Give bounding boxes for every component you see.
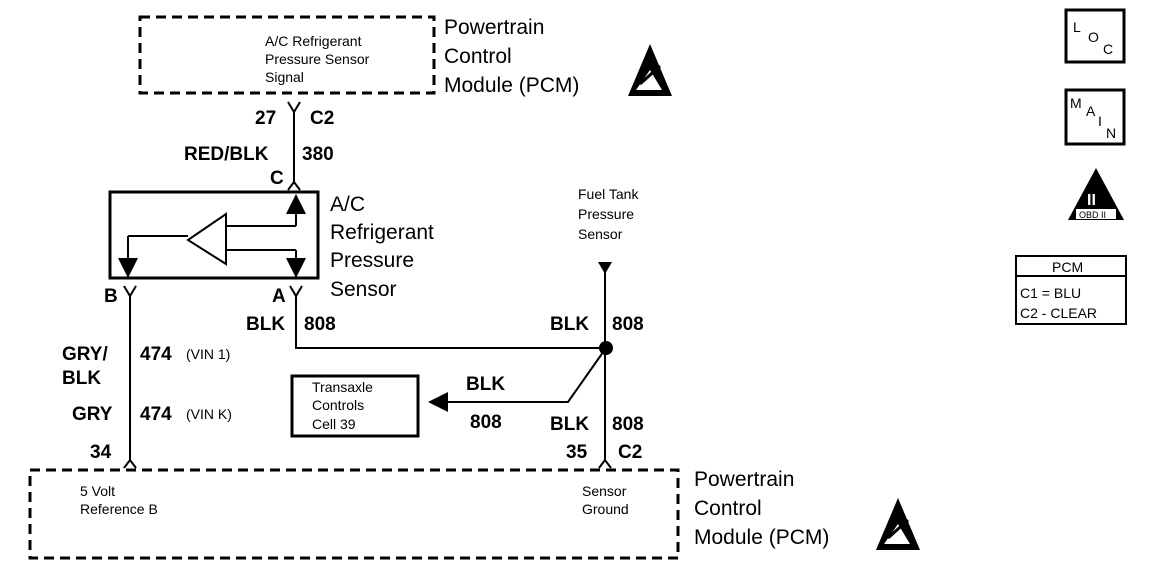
svg-text:L: L (1073, 19, 1081, 35)
sensor-pin-b: B (104, 286, 118, 307)
esd-warning-icon (876, 498, 920, 550)
ground-wire-pcm-circuit: 808 (612, 414, 644, 435)
svg-text:II: II (1087, 192, 1096, 209)
transaxle-wire-circuit: 808 (470, 412, 502, 433)
ground-wire-a-circuit: 808 (304, 314, 336, 335)
pcm-top-pin: 27 (255, 108, 276, 129)
loc-icon: L O C (1064, 8, 1126, 64)
sensor-internal-circuit (118, 194, 306, 278)
pcm-bottom-title: Powertrain Control Module (PCM) (694, 468, 829, 549)
svg-text:C: C (1103, 41, 1113, 57)
sensor-pin-a-symbol (289, 285, 303, 298)
reference-wire-color1: GRY/ BLK (62, 344, 113, 389)
sensor-pin-c: C (270, 168, 284, 189)
transaxle-label: Transaxle Controls Cell 39 (312, 379, 377, 432)
svg-text:O: O (1088, 29, 1099, 45)
svg-text:N: N (1106, 125, 1116, 141)
ground-wire-right-color: BLK (550, 314, 589, 335)
pcm-top-connector-symbol (287, 101, 301, 114)
pcm-connector-legend: PCM C1 = BLU C2 - CLEAR (1015, 255, 1127, 325)
ground-wire-pcm-color: BLK (550, 414, 589, 435)
pcm-bottom-gnd-label: Sensor Ground (582, 483, 630, 517)
svg-text:PCM: PCM (1052, 259, 1083, 275)
pcm-top-title: Powertrain Control Module (PCM) (444, 16, 579, 97)
pcm-bottom-box (28, 468, 680, 560)
svg-text:C2 - CLEAR: C2 - CLEAR (1020, 305, 1097, 321)
transaxle-box (290, 374, 420, 438)
pcm-bottom-right-connector-symbol (598, 458, 612, 469)
pcm-bottom-ref-label: 5 Volt Reference B (80, 483, 158, 517)
pcm-bottom-pin-right: 35 (566, 442, 588, 463)
ground-wire-right-circuit: 808 (612, 314, 644, 335)
sensor-name: A/C Refrigerant Pressure Sensor (330, 193, 440, 301)
pcm-bottom-pin-left: 34 (90, 442, 112, 463)
reference-wire-color2: GRY (72, 404, 113, 425)
fuel-tank-sensor-connector-icon (598, 262, 612, 274)
svg-text:C1 = BLU: C1 = BLU (1020, 285, 1081, 301)
transaxle-wire-color: BLK (466, 374, 505, 395)
sensor-pin-a: A (272, 286, 286, 307)
reference-wire-circuit2: 474 (140, 404, 172, 425)
pcm-bottom-connector: C2 (618, 442, 642, 463)
svg-text:M: M (1070, 95, 1082, 111)
sensor-box (108, 190, 320, 280)
pcm-bottom-left-connector-symbol (123, 458, 137, 469)
sensor-pin-b-symbol (123, 285, 137, 298)
signal-wire-circuit: 380 (302, 144, 334, 165)
pcm-top-box (138, 15, 436, 95)
ground-wire-a (295, 296, 606, 349)
obd-ii-icon: II OBD II (1068, 168, 1124, 220)
fuel-tank-sensor-label: Fuel Tank Pressure Sensor (578, 186, 642, 242)
svg-text:OBD II: OBD II (1079, 210, 1106, 220)
transaxle-wire (428, 347, 607, 412)
ground-wire-a-color: BLK (246, 314, 285, 335)
reference-wire-vin2: (VIN K) (186, 406, 232, 422)
svg-text:I: I (1098, 113, 1102, 129)
reference-wire-circuit1: 474 (140, 344, 172, 365)
reference-wire-vin1: (VIN 1) (186, 346, 230, 362)
esd-warning-icon (628, 44, 672, 96)
main-icon: M A I N (1064, 88, 1126, 146)
pcm-top-connector: C2 (310, 108, 334, 129)
sensor-pin-c-symbol (287, 180, 301, 191)
signal-wire-color: RED/BLK (184, 144, 269, 165)
svg-text:A: A (1086, 103, 1096, 119)
pcm-top-signal-label: A/C Refrigerant Pressure Sensor Signal (265, 33, 373, 85)
